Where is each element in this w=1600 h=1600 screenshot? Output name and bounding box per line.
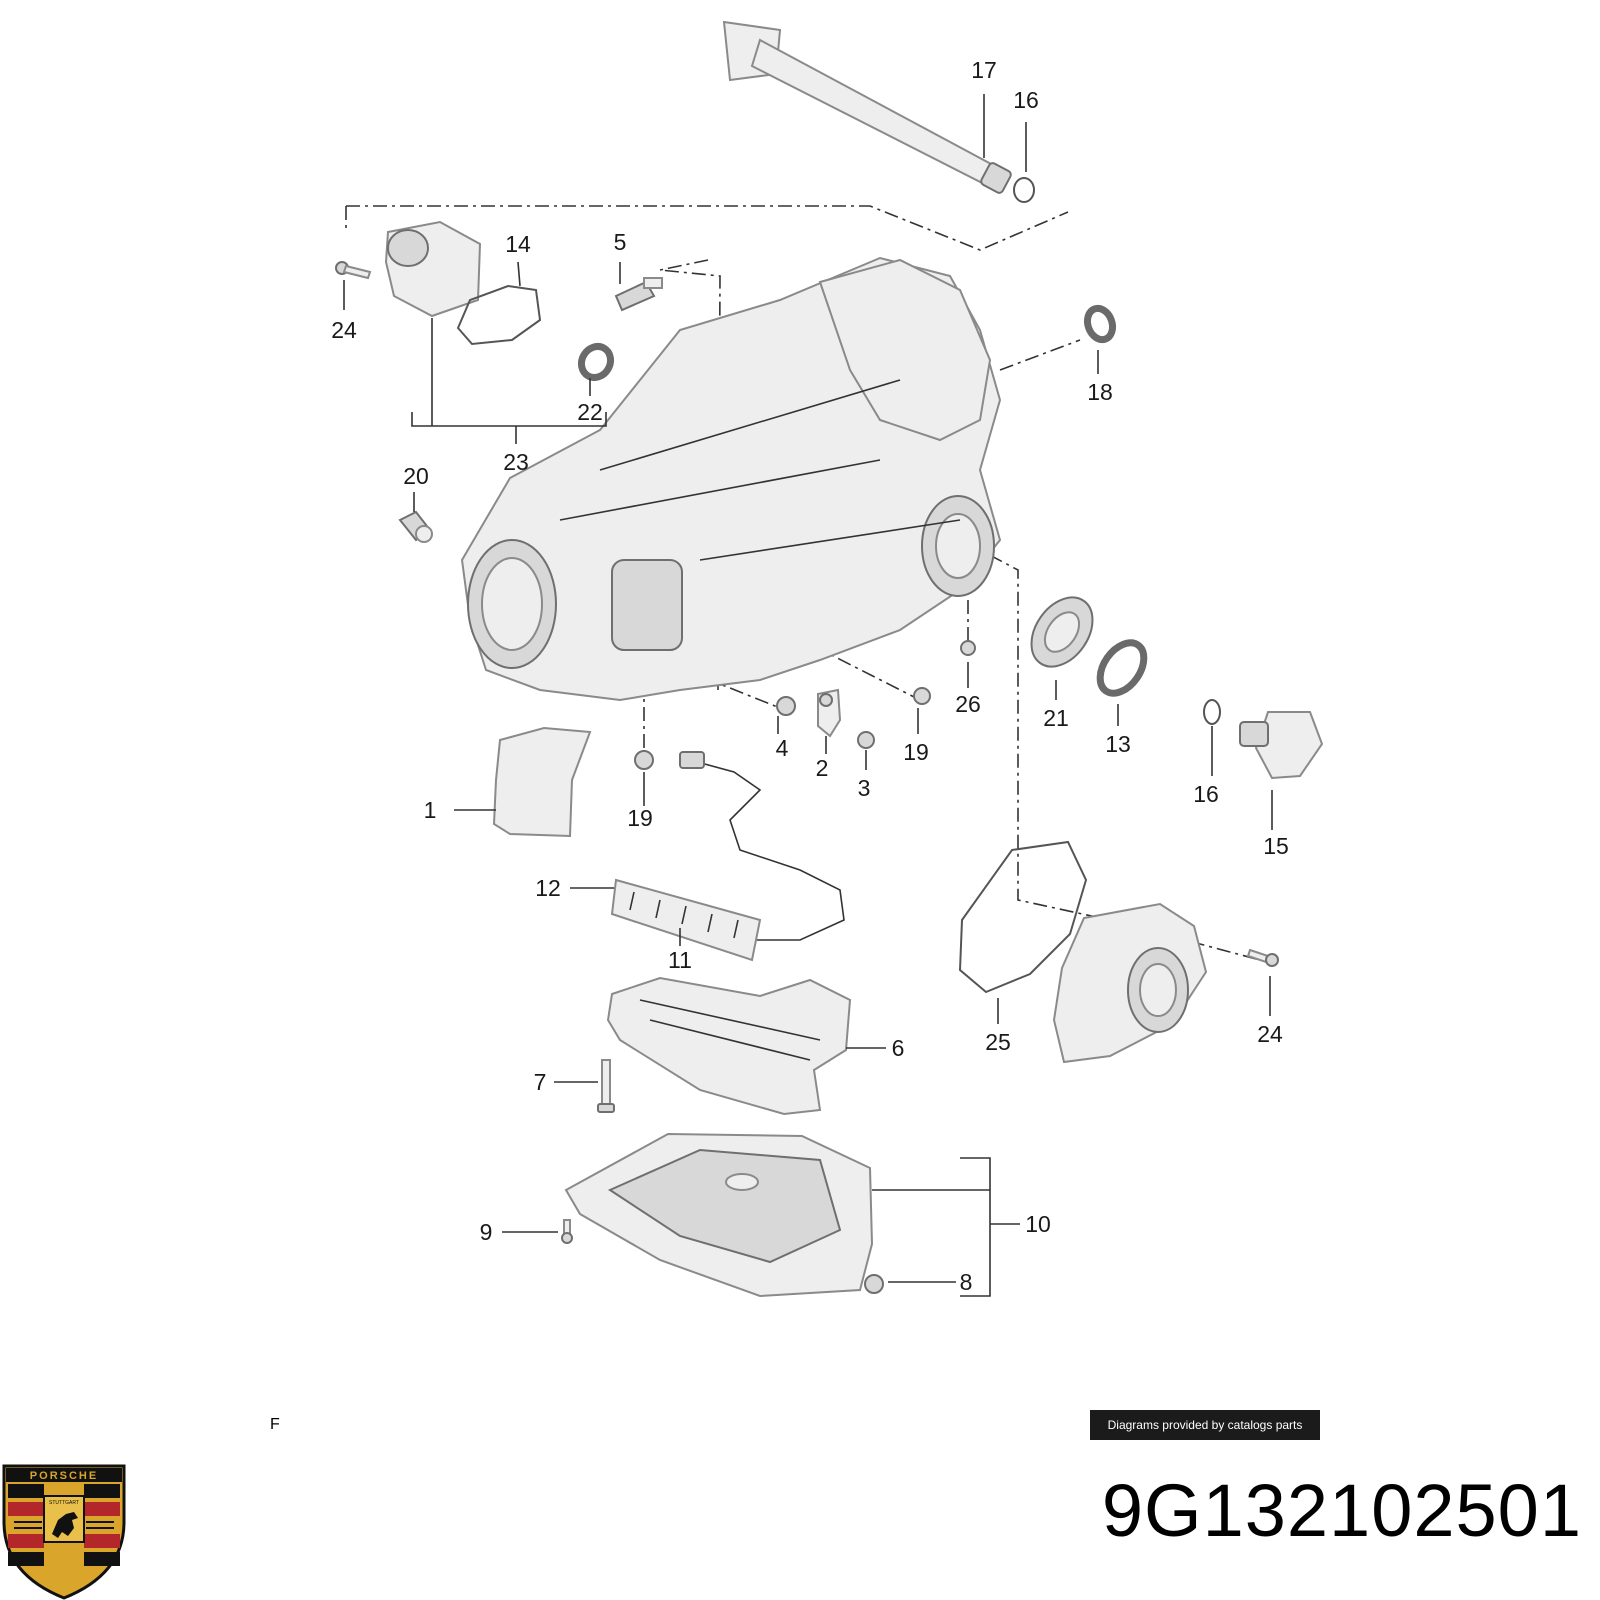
plug-small	[960, 640, 976, 656]
long-bolt	[597, 1059, 615, 1113]
pressure-switch	[398, 510, 433, 543]
seal	[577, 342, 615, 382]
callout-15: 15	[1263, 833, 1289, 859]
callout-5: 5	[614, 229, 627, 255]
callout-16-top: 16	[1013, 87, 1039, 113]
callout-17: 17	[971, 57, 997, 83]
callout-21: 21	[1043, 705, 1069, 731]
crest-brand-text: PORSCHE	[30, 1470, 98, 1482]
callout-7: 7	[534, 1069, 547, 1095]
flange-housing	[384, 220, 482, 318]
connector	[679, 751, 705, 769]
gasket	[456, 284, 542, 346]
leader-lines	[343, 94, 1273, 1297]
callout-8: 8	[960, 1269, 973, 1295]
callout-24-right: 24	[1257, 1021, 1283, 1047]
transmission-housing	[460, 256, 1002, 702]
callout-11: 11	[668, 947, 692, 973]
part-number: 9G132102501	[1101, 1469, 1582, 1552]
horse-icon	[52, 1512, 78, 1538]
callout-25: 25	[985, 1029, 1011, 1055]
wiring-harness	[689, 759, 845, 941]
selector-lever	[817, 688, 842, 738]
stray-mark: F	[270, 1416, 280, 1433]
plug-lower	[634, 750, 654, 770]
oil-pan	[564, 1132, 874, 1298]
o-ring	[958, 840, 1088, 994]
callout-19-left: 19	[627, 805, 653, 831]
callout-13: 13	[1105, 731, 1131, 757]
valve-body	[606, 976, 852, 1116]
callout-19-right: 19	[903, 739, 929, 765]
porsche-crest-logo: PORSCHE STUTTGART	[2, 1464, 126, 1600]
circlip-ring-lower	[1203, 699, 1221, 725]
callout-4: 4	[776, 735, 789, 761]
callout-6: 6	[892, 1035, 905, 1061]
heat-shield	[492, 726, 592, 838]
callout-labels: 17 16 14 5 24 22 23 18 20 26 21 13 16 15…	[331, 57, 1289, 1295]
nut	[857, 731, 875, 749]
callout-3: 3	[858, 775, 871, 801]
callout-18: 18	[1087, 379, 1113, 405]
seal-right	[1083, 304, 1117, 344]
callout-20: 20	[403, 463, 429, 489]
screw	[561, 1219, 573, 1244]
callout-9: 9	[480, 1219, 493, 1245]
callout-24-top: 24	[331, 317, 357, 343]
thin-seal	[1096, 639, 1148, 697]
diagram-credit-badge: Diagrams provided by catalogs parts	[1090, 1410, 1320, 1440]
callout-26: 26	[955, 691, 981, 717]
callout-14: 14	[505, 231, 531, 257]
callout-23: 23	[503, 449, 529, 475]
callout-10: 10	[1025, 1211, 1051, 1237]
circlip-ring	[1013, 177, 1035, 203]
drive-flange	[1239, 711, 1324, 780]
callout-16-right: 16	[1193, 781, 1219, 807]
callout-2: 2	[816, 755, 829, 781]
callout-22: 22	[577, 399, 603, 425]
drain-plug	[864, 1274, 884, 1294]
bolt	[335, 261, 372, 280]
crest-city-text: STUTTGART	[49, 1500, 79, 1506]
large-seal	[1030, 596, 1094, 668]
connector-rail	[610, 878, 762, 962]
callout-12: 12	[535, 875, 561, 901]
seal-ring-small	[776, 696, 796, 716]
axle-shaft	[722, 20, 1012, 194]
final-drive-cover	[1052, 902, 1208, 1064]
sensor	[614, 277, 663, 312]
cover-bolt	[1246, 948, 1279, 967]
plug	[913, 687, 931, 705]
callout-1: 1	[424, 797, 437, 823]
